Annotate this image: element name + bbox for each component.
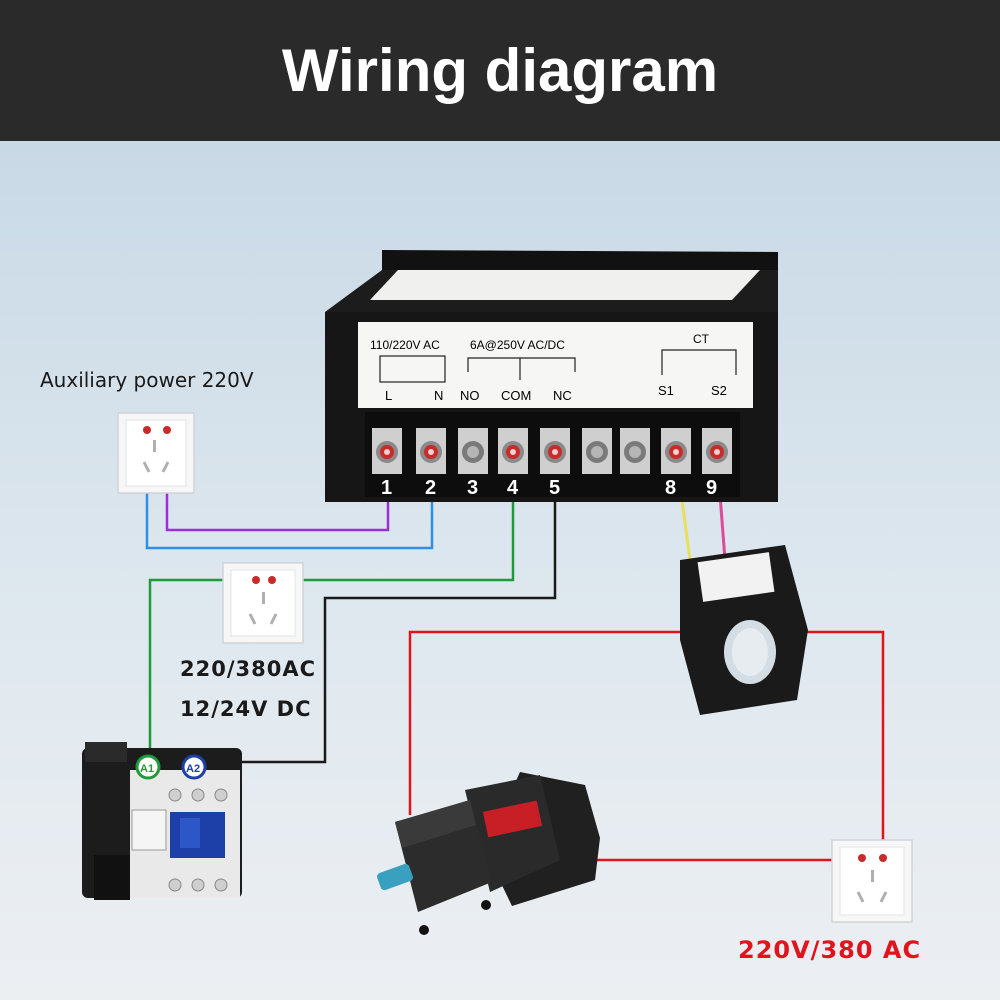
controller-top-label (370, 270, 760, 300)
terminal-number-5: 5 (549, 477, 560, 499)
ct-label: CT (693, 332, 710, 346)
power-bracket (379, 355, 446, 383)
mains-voltage-label: 220V/380 AC (738, 936, 922, 964)
terminal-number-4: 4 (507, 477, 519, 499)
terminal-label-s1: S1 (658, 383, 674, 398)
terminal-8[interactable] (661, 428, 691, 474)
terminal-screws (372, 428, 732, 474)
contactor-label-plate (131, 809, 167, 851)
coil-socket-pin-left (252, 576, 260, 584)
terminal-number-8: 8 (665, 477, 676, 499)
terminal-4[interactable] (498, 428, 528, 474)
ct-bracket (661, 349, 737, 375)
header: Wiring diagram (0, 0, 1000, 141)
coil-voltage-socket (222, 562, 304, 644)
terminal-5[interactable] (540, 428, 570, 474)
coil-voltage-ac-label: 220/380AC (180, 657, 317, 681)
aux-power-socket (117, 412, 195, 494)
page-title: Wiring diagram (281, 37, 719, 104)
wire-green (148, 460, 515, 760)
terminal-2[interactable] (416, 428, 446, 474)
terminal-9[interactable] (702, 428, 732, 474)
aux-socket-pin-right (163, 426, 171, 434)
motor-label (482, 800, 543, 838)
terminal-number-9: 9 (706, 477, 717, 499)
contactor-terminal-a1 (135, 754, 161, 780)
terminal-label-s2: S2 (711, 383, 727, 398)
wire-black (200, 460, 557, 764)
contactor-a1-label: A1 (140, 763, 154, 775)
terminal-number-3: 3 (467, 477, 478, 499)
terminal-label-l: L (385, 388, 392, 403)
power-label: 110/220V AC (370, 338, 440, 352)
terminal-label-com: COM (501, 388, 531, 403)
terminal-number-1: 1 (381, 477, 392, 499)
terminal-numbers: 1 2 3 4 5 8 9 (381, 477, 717, 499)
terminal-6[interactable] (582, 428, 612, 474)
coil-voltage-dc-label: 12/24V DC (180, 697, 312, 721)
terminal-label-no: NO (460, 388, 480, 403)
relay-label: 6A@250V AC/DC (470, 338, 565, 352)
ct-label-sticker (697, 552, 775, 602)
mains-socket-pin-left (858, 854, 866, 862)
coil-socket-pin-right (268, 576, 276, 584)
contactor-terminal-a2 (181, 754, 207, 780)
relay-bracket (467, 357, 576, 372)
terminal-label-nc: NC (553, 388, 572, 403)
current-transformer (680, 545, 808, 715)
terminal-label-n: N (434, 388, 443, 403)
terminal-7[interactable] (620, 428, 650, 474)
wire-red-motor (408, 630, 885, 860)
motor-shaft (377, 863, 413, 891)
terminal-1[interactable] (372, 428, 402, 474)
controller-label-panel (358, 322, 753, 408)
controller-unit: 110/220V AC L N 6A@250V AC/DC NO COM NC … (325, 250, 778, 502)
terminal-number-2: 2 (425, 477, 436, 499)
aux-socket-pin-left (143, 426, 151, 434)
mains-socket (831, 839, 913, 923)
mains-socket-pin-right (879, 854, 887, 862)
terminal-3[interactable] (458, 428, 488, 474)
gear-motor (377, 772, 600, 935)
contactor-a2-label: A2 (186, 763, 200, 775)
aux-power-label: Auxiliary power 220V (40, 368, 254, 392)
contactor: A1 A2 (82, 742, 242, 900)
